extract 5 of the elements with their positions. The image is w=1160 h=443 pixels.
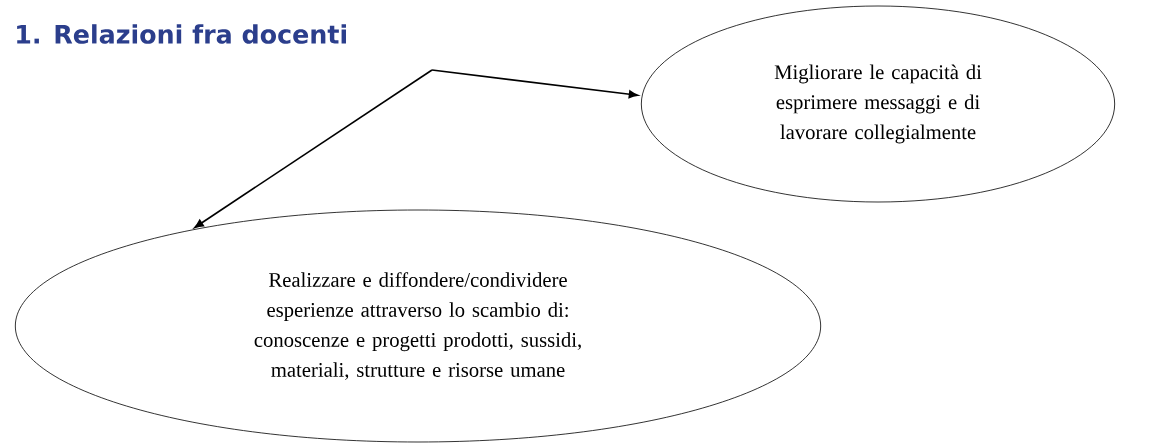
title: 1. Relazioni fra docenti [17,24,346,44]
ellipse-node: Migliorare le capacità di esprimere messaggi e di lavorare collegialmente [640,5,1116,203]
arrow [431,69,639,99]
arrow [194,69,433,229]
ellipse-node: Realizzare e diffondere/condividere esperienze attraverso lo scambio di: conoscenze e progetti prodotti, sussidi, materiali, strutture e risorse umane [14,209,822,443]
